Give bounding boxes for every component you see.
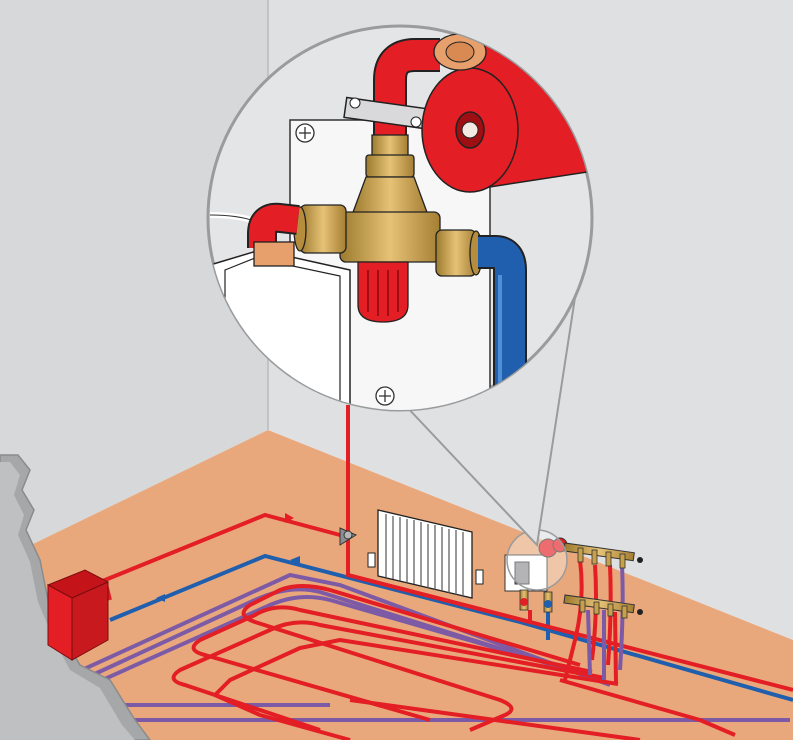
heating-diagram [0,0,793,740]
diagram-canvas [0,0,793,740]
